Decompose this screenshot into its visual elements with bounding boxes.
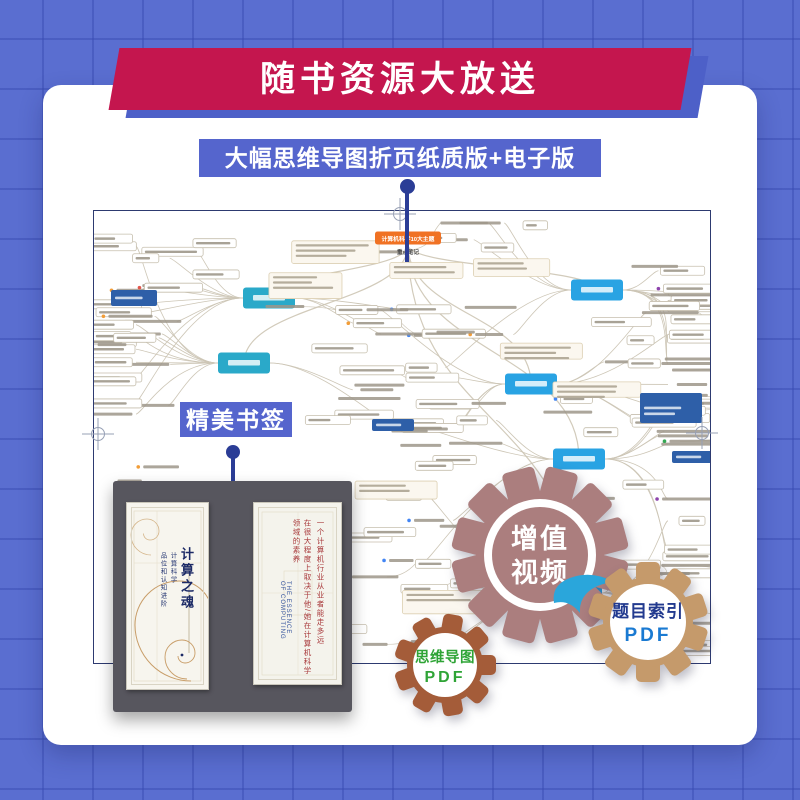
bookmark-panel: 计算之魂 计算科学 品位和认知进阶 一个计算机行业从业者能走多远 在很大程度上取…: [113, 481, 352, 712]
quote-line-1: 一个计算机行业从业者能走多远: [316, 519, 325, 645]
bookmark-section-label: 精美书签: [180, 402, 292, 437]
promo-banner-title: 随书资源大放送: [259, 60, 540, 99]
sub-banner-label: 大幅思维导图折页纸质版+电子版: [199, 139, 601, 177]
book-subtitle-2: 品位和认知进阶: [159, 552, 166, 608]
registration-mark-right: [686, 417, 718, 449]
bookmark-back: 一个计算机行业从业者能走多远 在很大程度上取决于他/她在计算机科学领域的素养 T…: [253, 502, 342, 685]
book-title: 计算之魂: [179, 547, 194, 611]
video-badge-line2: 视频: [511, 558, 569, 588]
teal-swoosh-decoration: [553, 574, 614, 613]
index-pdf-badge-gear: 题目索引 PDF: [588, 562, 708, 682]
english-title-1: THE ESSENCE: [285, 581, 291, 635]
index-pdf-badge-title: 题目索引: [612, 601, 684, 621]
quote-line-2: 在很大程度上取决于他/她在计算机科学领域的素养: [292, 519, 312, 676]
mindmap-illustration: 计算机科学10大主题 重点笔记: [94, 220, 710, 656]
mindmap-pdf-badge-gear: 思维导图 PDF: [395, 613, 496, 717]
banner-connector-dot: [400, 179, 415, 194]
english-title-2: OF COMPUTING: [279, 581, 285, 640]
golden-spiral-decoration: [130, 510, 213, 682]
registration-mark-left: [82, 418, 114, 450]
bookmark-back-text: 一个计算机行业从业者能走多远 在很大程度上取决于他/她在计算机科学领域的素养 T…: [279, 519, 328, 677]
registration-mark-top: [384, 198, 416, 230]
mindmap-pdf-badge-title: 思维导图: [415, 648, 475, 666]
index-pdf-badge-pdf: PDF: [625, 625, 672, 646]
bookmark-front: 计算之魂 计算科学 品位和认知进阶: [126, 502, 213, 690]
book-subtitle-1: 计算科学: [169, 552, 176, 584]
video-badge-line1: 增值: [511, 523, 569, 554]
bookmark-connector-dot: [226, 445, 240, 459]
guide-lines-decoration: [261, 511, 334, 676]
bookmark-front-text: 计算之魂 计算科学 品位和认知进阶: [157, 547, 196, 677]
banner-connector-line: [405, 188, 409, 262]
mindmap-pdf-badge-pdf: PDF: [425, 669, 466, 686]
